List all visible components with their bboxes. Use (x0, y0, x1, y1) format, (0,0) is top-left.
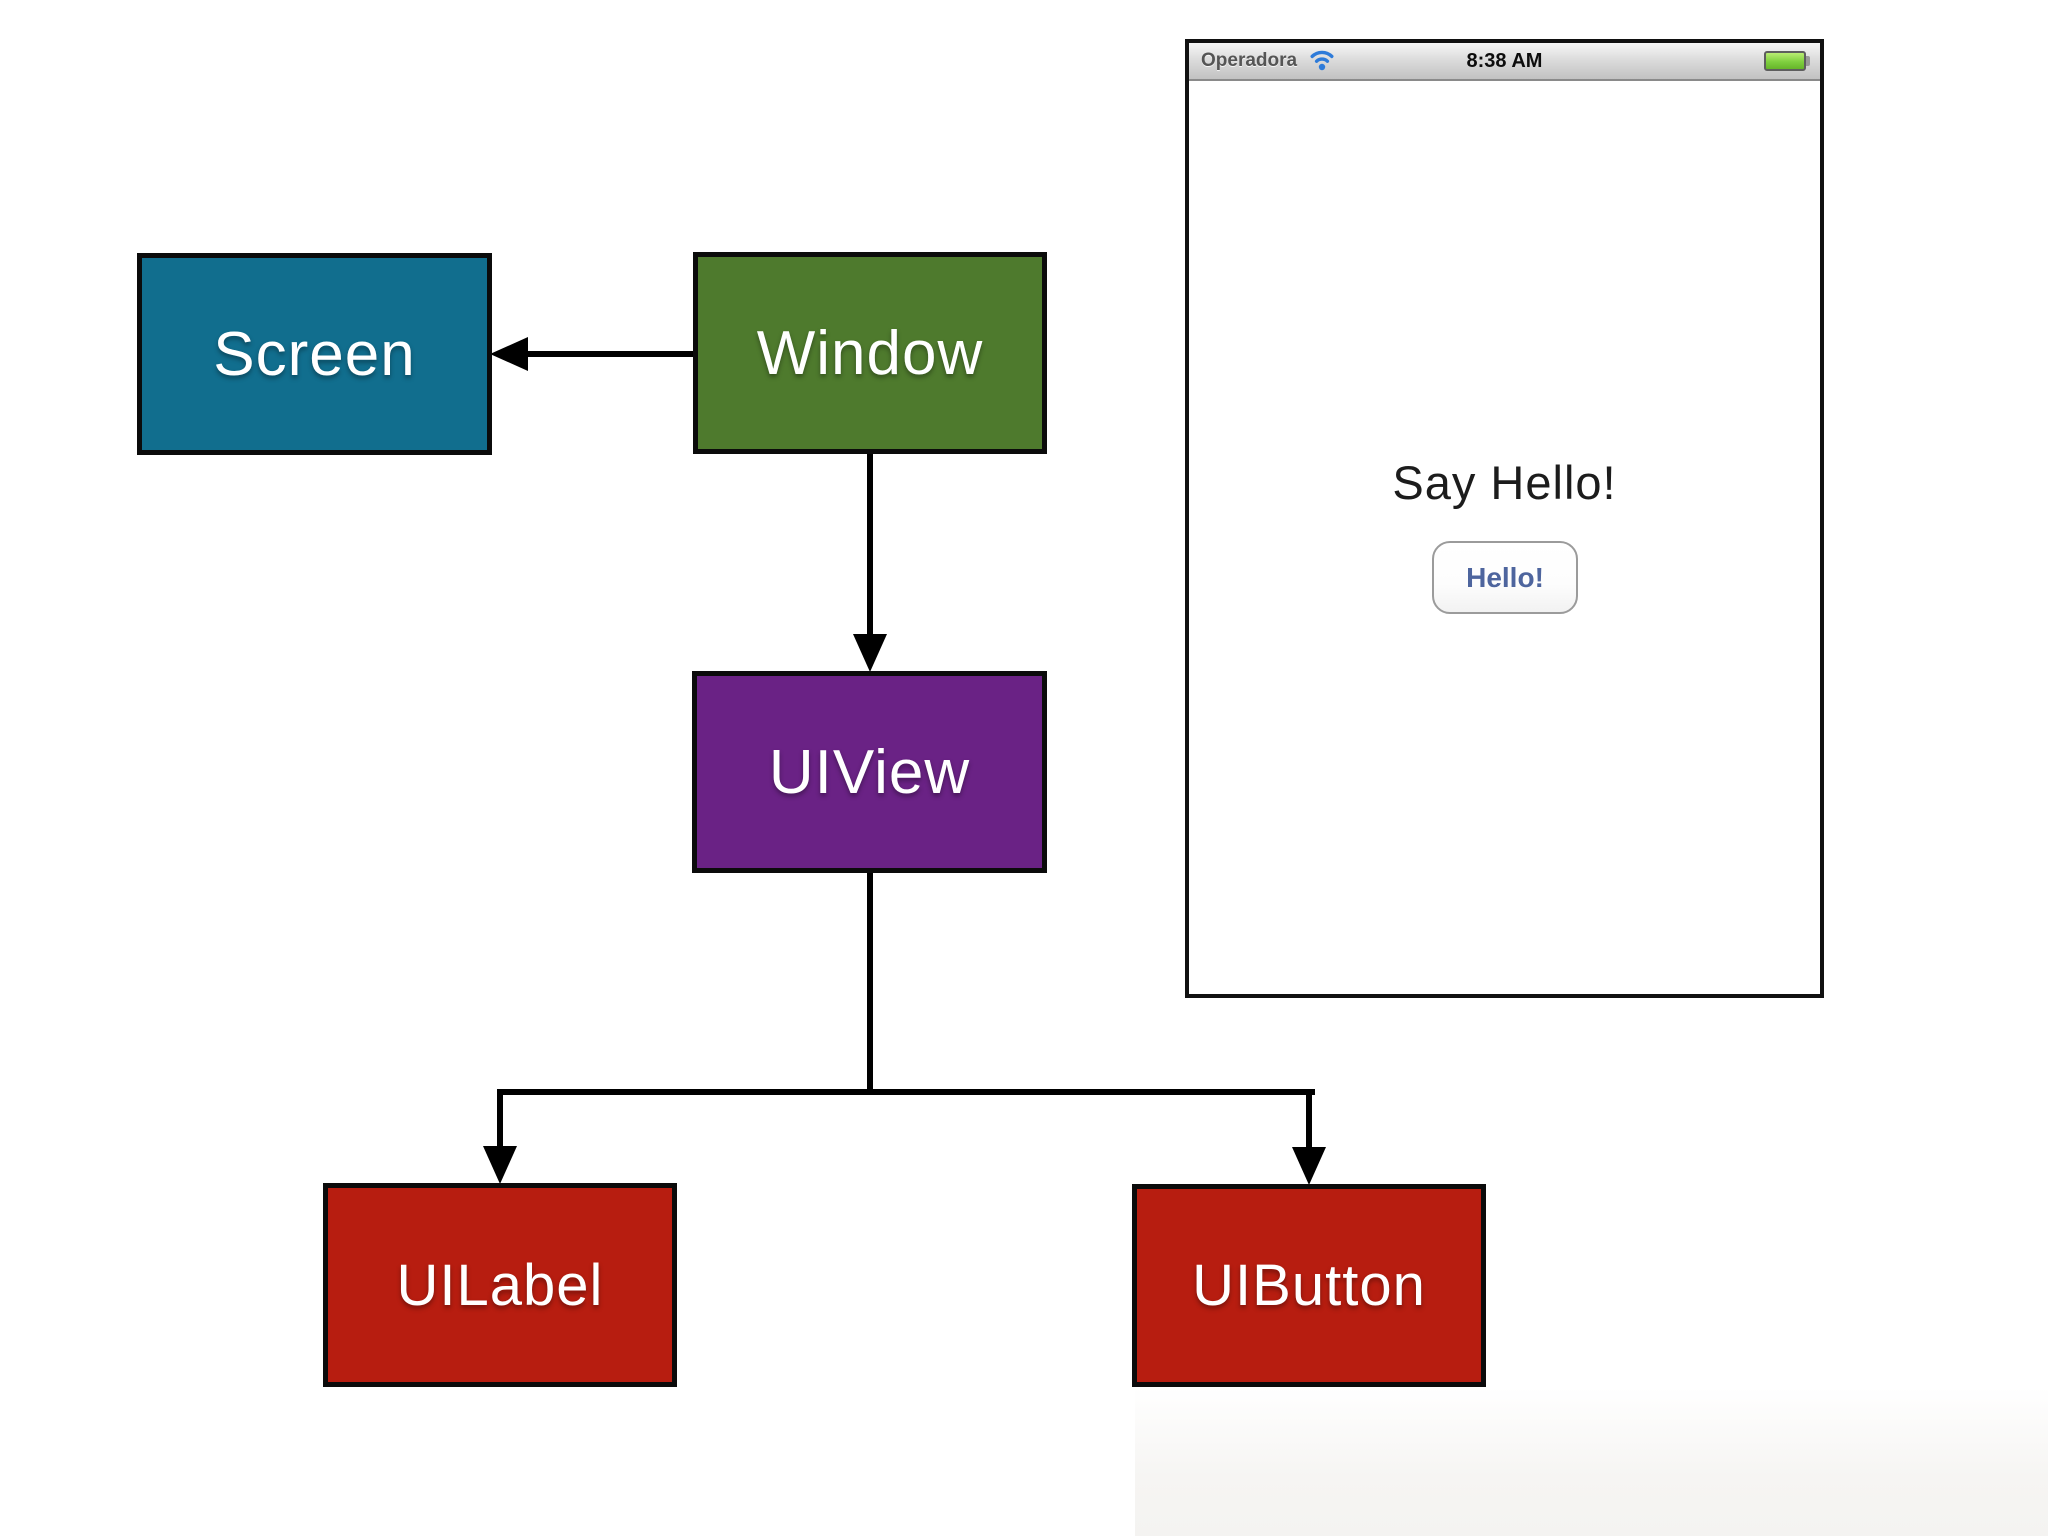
arrowhead-uibutton (1292, 1147, 1326, 1185)
status-time: 8:38 AM (1466, 49, 1543, 72)
arrowhead-uiview (853, 634, 887, 672)
diagram-box-screen: Screen (137, 253, 492, 455)
connector-uiview-stem (867, 873, 873, 1092)
diagram-box-window-label: Window (756, 318, 984, 388)
connector-window-to-screen (520, 351, 693, 357)
status-bar: Operadora 8:38 AM (1189, 43, 1820, 81)
arrowhead-uilabel (483, 1146, 517, 1184)
say-hello-label: Say Hello! (1392, 456, 1617, 509)
diagram-box-screen-label: Screen (213, 319, 416, 389)
connector-drop-uilabel (497, 1089, 503, 1149)
diagram-box-uilabel-label: UILabel (396, 1252, 604, 1318)
diagram-box-uibutton-label: UIButton (1192, 1253, 1426, 1318)
hello-button[interactable]: Hello! (1432, 541, 1578, 614)
connector-drop-uibutton (1306, 1089, 1312, 1149)
connector-branch (497, 1089, 1315, 1095)
diagram-box-uiview-label: UIView (768, 737, 971, 807)
wifi-icon (1307, 48, 1337, 77)
diagram-box-window: Window (693, 252, 1047, 454)
hello-button-label: Hello! (1466, 561, 1544, 593)
carrier-label: Operadora (1201, 50, 1298, 71)
arrowhead-screen (490, 337, 528, 371)
iphone-simulator-window: Operadora 8:38 AM Say Hello! Hello! (1185, 39, 1824, 998)
diagram-box-uibutton: UIButton (1132, 1184, 1486, 1387)
battery-icon (1764, 51, 1810, 71)
connector-window-to-uiview (867, 454, 873, 640)
background-shading (1135, 1387, 2048, 1536)
diagram-box-uiview: UIView (692, 671, 1047, 873)
diagram-box-uilabel: UILabel (323, 1183, 677, 1387)
